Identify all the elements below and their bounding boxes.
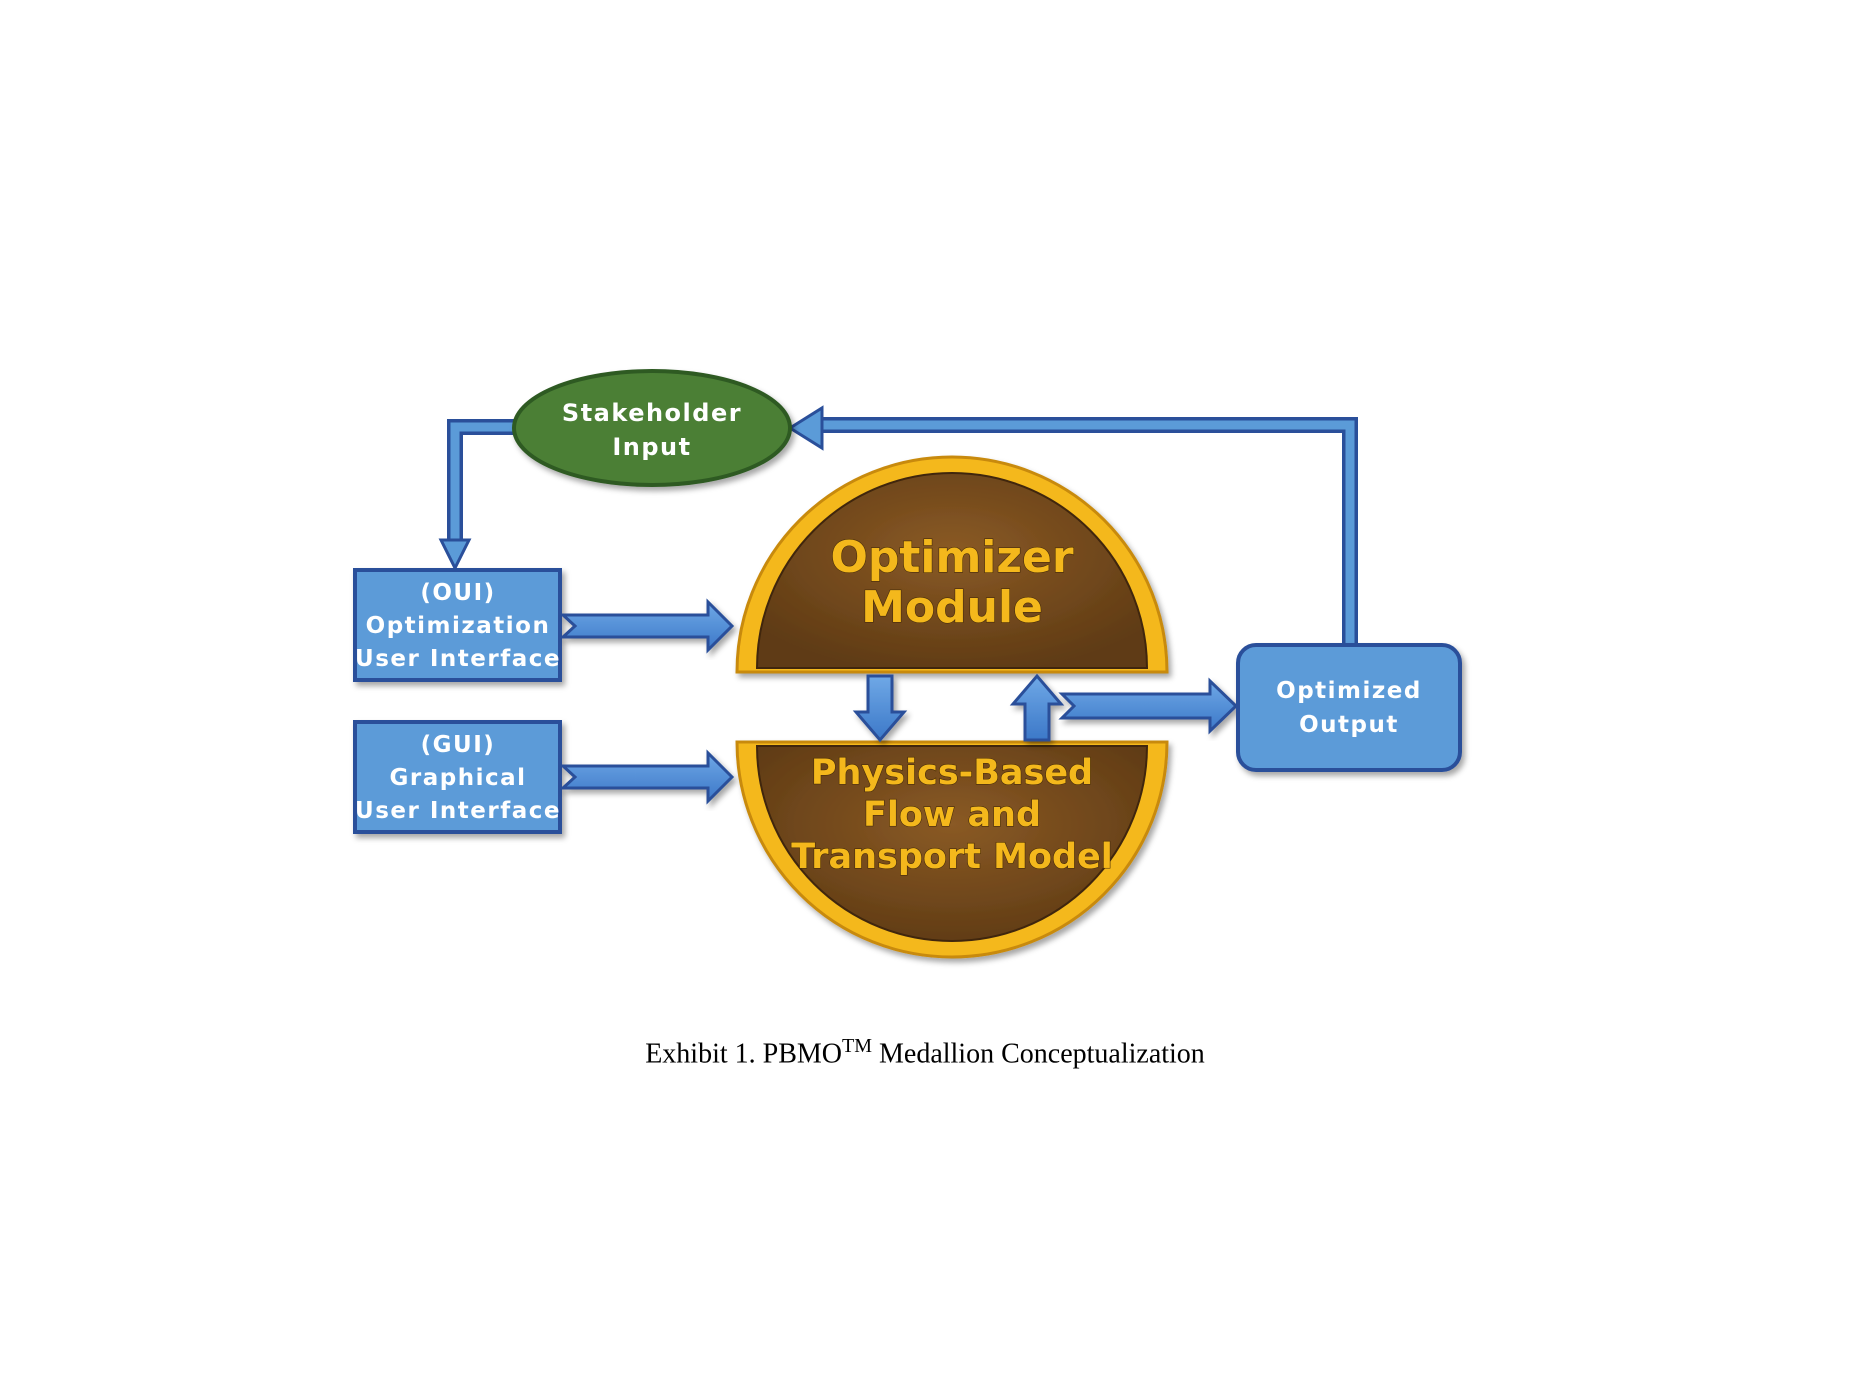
oui-label-line3: User Interface xyxy=(355,646,561,672)
caption-suffix: Medallion Conceptualization xyxy=(872,1038,1205,1070)
optimizer-module-node xyxy=(735,455,1169,674)
caption-trademark: TM xyxy=(842,1035,872,1057)
oui-node xyxy=(353,568,562,682)
arrow-oui-to-optimizer xyxy=(559,598,735,654)
gui-label-line2: Graphical xyxy=(389,765,526,791)
optimizer-label-line2: Module xyxy=(861,582,1043,633)
arrow-to-optimized-output xyxy=(1058,677,1239,735)
physics-label-line2: Flow and xyxy=(863,795,1041,835)
optimized-output-node xyxy=(1236,643,1462,772)
gui-label-line3: User Interface xyxy=(355,798,561,824)
stakeholder-input-node xyxy=(512,369,792,487)
output-label-line1: Optimized xyxy=(1276,678,1422,704)
arrow-physics-to-optimizer xyxy=(1009,673,1065,742)
physics-label-line1: Physics-Based xyxy=(811,753,1093,793)
gui-node xyxy=(353,720,562,834)
gui-label-line1: (GUI) xyxy=(421,732,496,758)
arrow-gui-to-physics xyxy=(559,749,735,805)
caption-prefix: Exhibit 1. PBMO xyxy=(645,1038,842,1070)
output-label-line2: Output xyxy=(1299,712,1399,738)
arrow-stakeholder-to-oui xyxy=(438,419,520,572)
stakeholder-label-line2: Input xyxy=(612,433,691,461)
oui-label-line2: Optimization xyxy=(366,613,551,639)
arrow-optimizer-to-physics xyxy=(852,674,908,743)
feedback-arrow-output-to-stakeholder xyxy=(787,405,1358,650)
stakeholder-label-line1: Stakeholder xyxy=(562,399,742,427)
physics-label-line3: Transport Model xyxy=(791,837,1113,877)
figure-caption: Exhibit 1. PBMOTM Medallion Conceptualiz… xyxy=(0,1035,1850,1070)
oui-label-line1: (OUI) xyxy=(420,580,495,606)
physics-model-node xyxy=(735,740,1169,959)
optimizer-label-line1: Optimizer xyxy=(830,532,1073,583)
